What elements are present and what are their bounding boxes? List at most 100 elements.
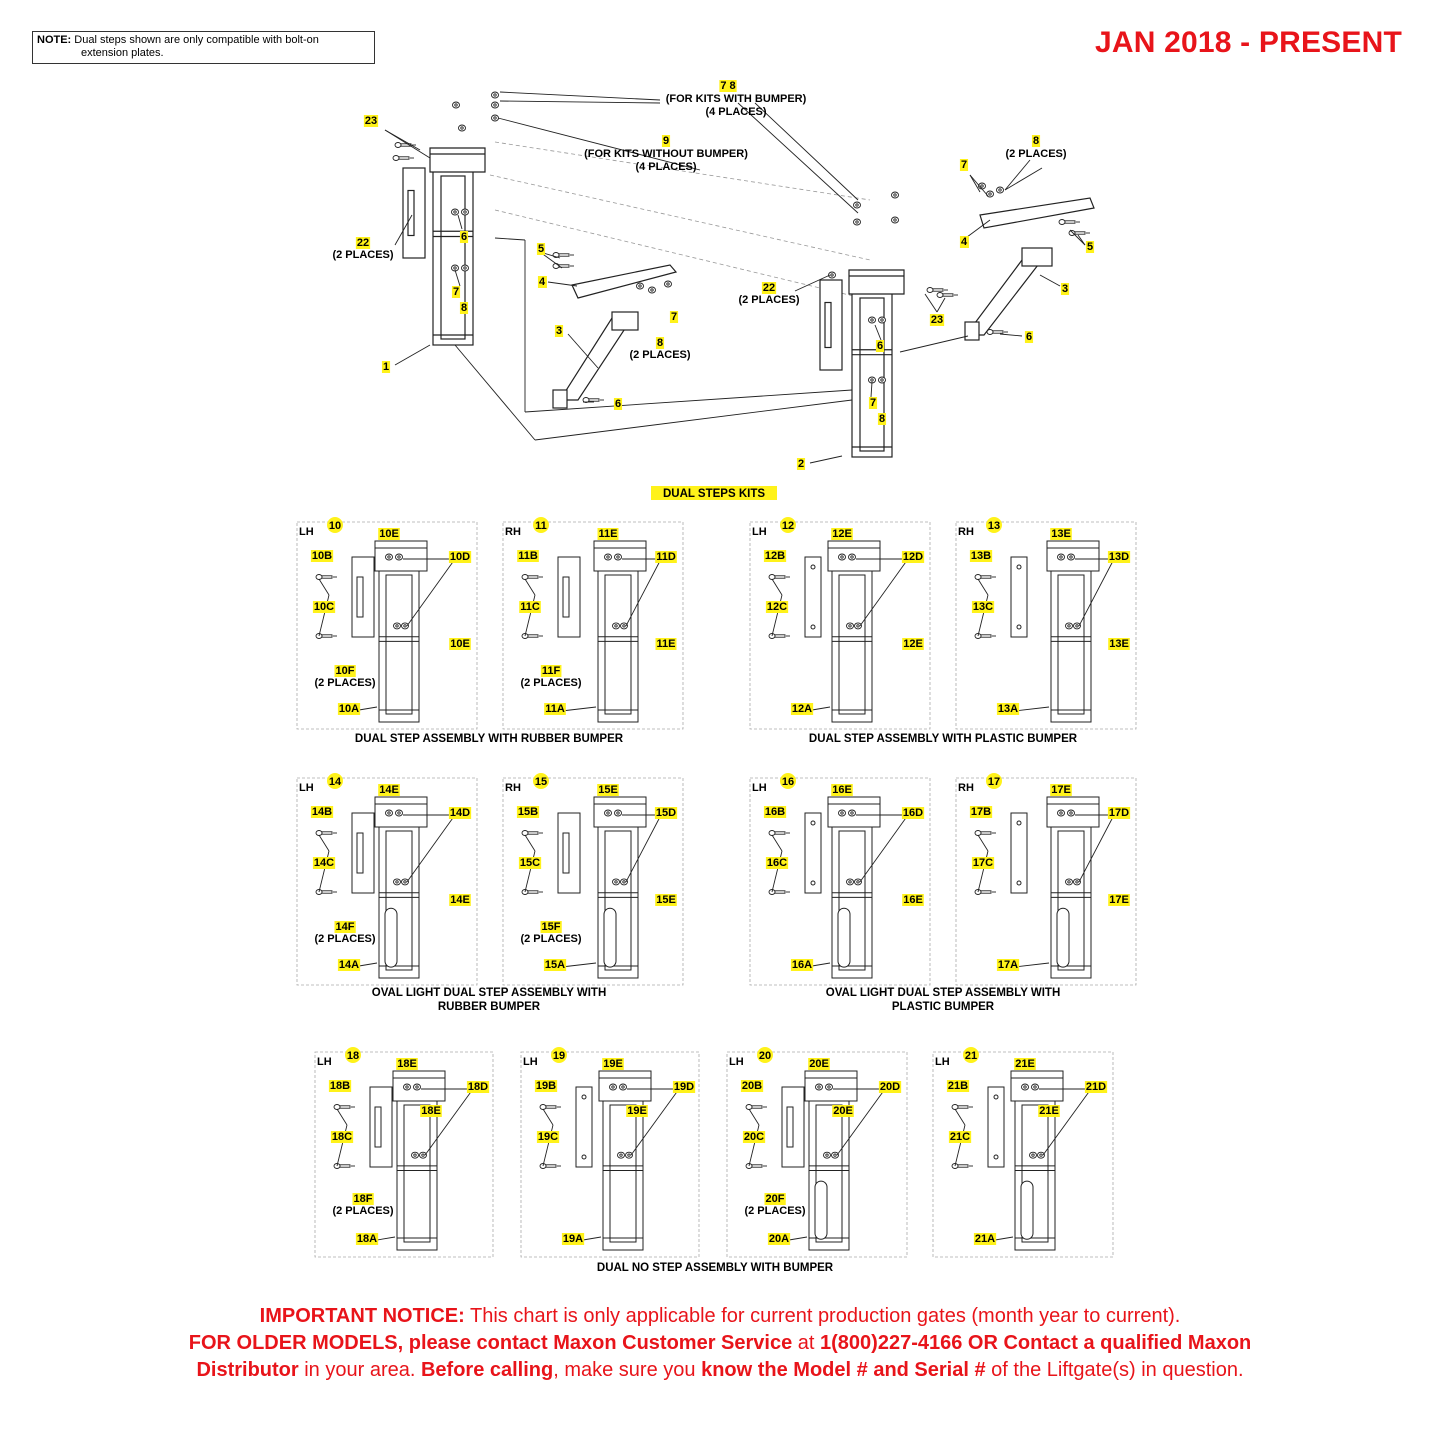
label-18A: 18A: [355, 1233, 379, 1245]
callout-highlight: [790, 959, 814, 971]
bolt-icon: [521, 574, 543, 580]
nut-icon: [1037, 1151, 1045, 1159]
callout-highlight: [763, 806, 787, 818]
nut-icon: [1057, 553, 1065, 561]
text-kits-with-bumper: (FOR KITS WITH BUMPER): [666, 93, 807, 105]
notice-text-3: in your area.: [298, 1359, 421, 1381]
nut-icon: [619, 1083, 627, 1091]
callout-highlight: [334, 665, 356, 677]
label-11E-top-text: 11E: [599, 528, 618, 540]
text-two-places-22a: (2 PLACES): [332, 249, 393, 261]
bolt-icon: [926, 287, 948, 293]
nut-icon: [617, 1151, 625, 1159]
label-18E-top: 18E: [396, 1058, 418, 1070]
leader-line: [809, 455, 843, 464]
callout-highlight: [877, 413, 887, 425]
nut-icon: [815, 1083, 823, 1091]
leader-line: [1078, 814, 1115, 883]
callout-highlight: [1038, 1105, 1060, 1117]
label-14D: 14D: [448, 807, 472, 819]
callout-4-b-text: 4: [961, 236, 968, 248]
label-21E-mid-text: 21E: [1039, 1105, 1059, 1117]
leader-line: [318, 578, 330, 596]
leader-line: [899, 335, 969, 353]
caption-rubber: DUAL STEP ASSEMBLY WITH RUBBER BUMPER: [355, 733, 624, 745]
leader-line: [406, 558, 456, 627]
callout-highlight: [959, 159, 969, 171]
callout-highlight: [655, 337, 665, 349]
callout-22-b-text: 22: [763, 282, 775, 294]
notice-text-1: This chart is only applicable for curren…: [464, 1305, 1181, 1327]
caption-oval-rubber-1: OVAL LIGHT DUAL STEP ASSEMBLY WITH: [372, 987, 607, 999]
label-16E-mid: 16E: [902, 894, 924, 906]
label-19E-top: 19E: [602, 1058, 624, 1070]
bolt-icon: [552, 252, 574, 258]
label-17D-text: 17D: [1109, 807, 1129, 819]
callout-23-a-text: 23: [365, 115, 377, 127]
callout-highlight: [808, 1058, 830, 1070]
nut-icon: [393, 878, 401, 886]
kit-panel-border: [749, 777, 931, 986]
label-14D-text: 14D: [450, 807, 470, 819]
callout-7-b: 7: [669, 311, 679, 323]
bumper-rh: [819, 279, 843, 371]
label-14C-text: 14C: [314, 857, 334, 869]
label-21C-text: 21C: [950, 1131, 970, 1143]
label-19A: 19A: [561, 1233, 585, 1245]
callout-highlight: [1107, 551, 1131, 563]
label-16C: 16C: [765, 857, 789, 869]
leader-line: [977, 834, 989, 852]
callout-6-a: 6: [459, 231, 469, 243]
label-18F-places: (2 PLACES): [332, 1205, 393, 1217]
nut-icon: [612, 878, 620, 886]
label-13A-text: 13A: [998, 703, 1018, 715]
kit-side-label: RH: [958, 526, 974, 538]
bolt-icon: [1058, 219, 1080, 225]
step-weldment-drawing: [557, 540, 647, 723]
leader-line: [754, 102, 859, 201]
important-notice: IMPORTANT NOTICE: This chart is only app…: [0, 1303, 1440, 1384]
label-15C: 15C: [518, 857, 542, 869]
label-20E-mid-text: 20E: [833, 1105, 853, 1117]
label-11B: 11B: [517, 550, 539, 562]
bolt-icon: [768, 574, 790, 580]
kit-number-badge: [963, 1047, 979, 1063]
label-14C: 14C: [312, 857, 336, 869]
nut-icon: [853, 201, 861, 209]
kit-side-label: LH: [729, 1056, 744, 1068]
label-20E-top-text: 20E: [809, 1058, 829, 1070]
section-title-highlight: [651, 486, 777, 500]
label-11C: 11C: [519, 601, 541, 613]
bolt-icon: [315, 633, 337, 639]
label-10A: 10A: [337, 703, 361, 715]
plastic-bumper: [804, 812, 822, 894]
brace-foot-left: [552, 389, 568, 409]
oval-light-cutout: [1056, 907, 1070, 968]
bolt-icon: [315, 574, 337, 580]
text-two-places-8b: (2 PLACES): [1005, 148, 1066, 160]
callout-highlight: [420, 1105, 442, 1117]
nut-icon: [854, 622, 862, 630]
label-19E-top-text: 19E: [603, 1058, 623, 1070]
callout-7-d: 7: [959, 159, 969, 171]
nut-icon: [825, 1083, 833, 1091]
label-12D-text: 12D: [903, 551, 923, 563]
kit-side-label: LH: [317, 1056, 332, 1068]
callout-8-d-text: 8: [1033, 135, 1039, 147]
alignment-guide: [489, 174, 871, 261]
nut-icon: [838, 809, 846, 817]
leader-line: [394, 214, 413, 246]
callout-6-b: 6: [613, 398, 623, 410]
leader-line: [1004, 159, 1031, 191]
nut-icon: [620, 622, 628, 630]
nut-icon: [1031, 1083, 1039, 1091]
label-16D-text: 16D: [903, 807, 923, 819]
label-20A-text: 20A: [769, 1233, 789, 1245]
nut-icon: [451, 208, 459, 216]
label-15F-text: 15F: [542, 921, 561, 933]
nut-icon: [458, 124, 466, 132]
nut-icon: [604, 809, 612, 817]
label-11A: 11A: [544, 703, 566, 715]
